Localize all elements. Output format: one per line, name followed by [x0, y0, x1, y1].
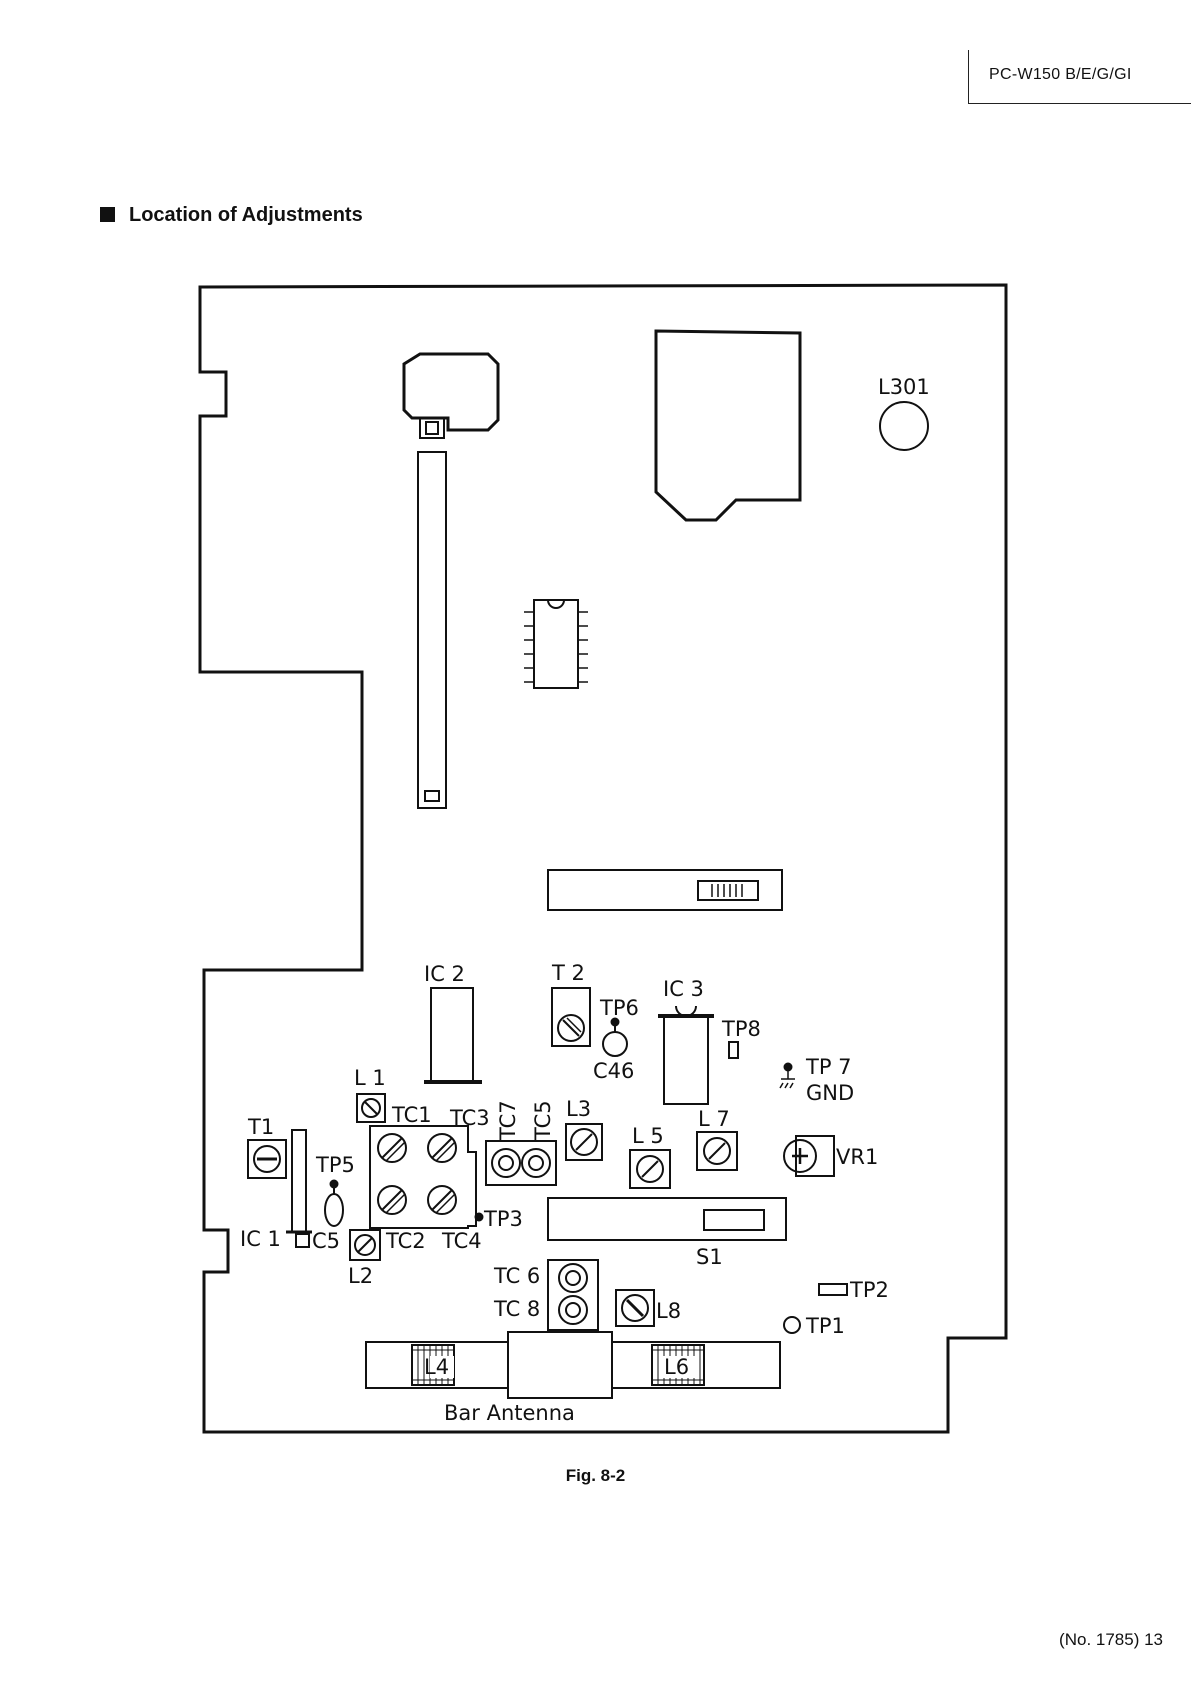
- s1-slide-switch: [548, 1198, 786, 1240]
- figure-caption: Fig. 8-2: [0, 1466, 1191, 1486]
- board-outline: [200, 285, 1006, 1432]
- label-tp1: TP1: [805, 1314, 845, 1338]
- label-tc2: TC2: [385, 1229, 426, 1253]
- slider-rail: [418, 452, 446, 808]
- label-l2: L2: [348, 1264, 373, 1288]
- label-t1: T1: [247, 1115, 274, 1139]
- label-tp7: TP 7: [805, 1055, 852, 1079]
- tp2-pad: [819, 1284, 847, 1295]
- label-tp5: TP5: [315, 1153, 355, 1177]
- dip-ic: [524, 600, 588, 688]
- ground-icon: [780, 1064, 795, 1089]
- tp3-dot-icon: [476, 1214, 483, 1221]
- trimmer-tc4-icon: [428, 1186, 456, 1214]
- label-l7: L 7: [698, 1107, 730, 1131]
- rail-bottom-pad: [425, 791, 439, 801]
- ic3-body: [664, 1016, 708, 1104]
- trimmer-tc1-icon: [378, 1134, 406, 1162]
- top-large-component: [656, 331, 800, 520]
- c5-ellipse: [325, 1194, 343, 1226]
- c46-circle: [603, 1032, 627, 1056]
- label-l301: L301: [878, 375, 930, 399]
- ic1-body: [292, 1130, 306, 1232]
- label-l1: L 1: [354, 1066, 386, 1090]
- label-tp6: TP6: [599, 996, 639, 1020]
- label-tc6: TC 6: [493, 1264, 540, 1288]
- label-ic3: IC 3: [663, 977, 704, 1001]
- upper-slide-knob: [698, 881, 758, 900]
- page-number: (No. 1785) 13: [1059, 1630, 1163, 1650]
- upper-slide-knob-ridges: [712, 884, 742, 897]
- label-bar-antenna: Bar Antenna: [444, 1401, 575, 1425]
- tp1-circle: [784, 1317, 800, 1333]
- t2-box: [552, 988, 590, 1046]
- label-l3: L3: [566, 1097, 591, 1121]
- rail-top-pad-inner: [426, 422, 438, 434]
- upper-slide-switch: [548, 870, 782, 910]
- label-tc7: TC7: [496, 1100, 520, 1141]
- label-c5: C5: [312, 1229, 340, 1253]
- label-tp3: TP3: [483, 1207, 523, 1231]
- label-l6: L6: [664, 1355, 689, 1379]
- label-l8: L8: [656, 1299, 681, 1323]
- s1-knob: [704, 1210, 764, 1230]
- l301-circle: [880, 402, 928, 450]
- label-gnd: GND: [806, 1081, 854, 1105]
- label-l5: L 5: [632, 1124, 664, 1148]
- label-t2: T 2: [551, 961, 585, 985]
- label-l4: L4: [424, 1355, 449, 1379]
- label-s1: S1: [696, 1245, 723, 1269]
- bracket-component: [404, 354, 498, 430]
- trimmer-tc2-icon: [378, 1186, 406, 1214]
- label-tc4: TC4: [441, 1229, 482, 1253]
- label-tc8: TC 8: [493, 1297, 540, 1321]
- label-tc5: TC5: [531, 1100, 555, 1141]
- label-ic1: IC 1: [240, 1227, 281, 1251]
- label-vr1: VR1: [836, 1145, 878, 1169]
- c5-pad: [296, 1234, 309, 1247]
- label-tp2: TP2: [849, 1278, 889, 1302]
- label-tp8: TP8: [721, 1017, 761, 1041]
- label-c46: C46: [593, 1059, 634, 1083]
- trimmer-tc3-icon: [428, 1134, 456, 1162]
- label-tc1: TC1: [391, 1103, 432, 1127]
- tp8-pad: [729, 1042, 738, 1058]
- label-ic2: IC 2: [424, 962, 465, 986]
- ic2-body: [431, 988, 473, 1082]
